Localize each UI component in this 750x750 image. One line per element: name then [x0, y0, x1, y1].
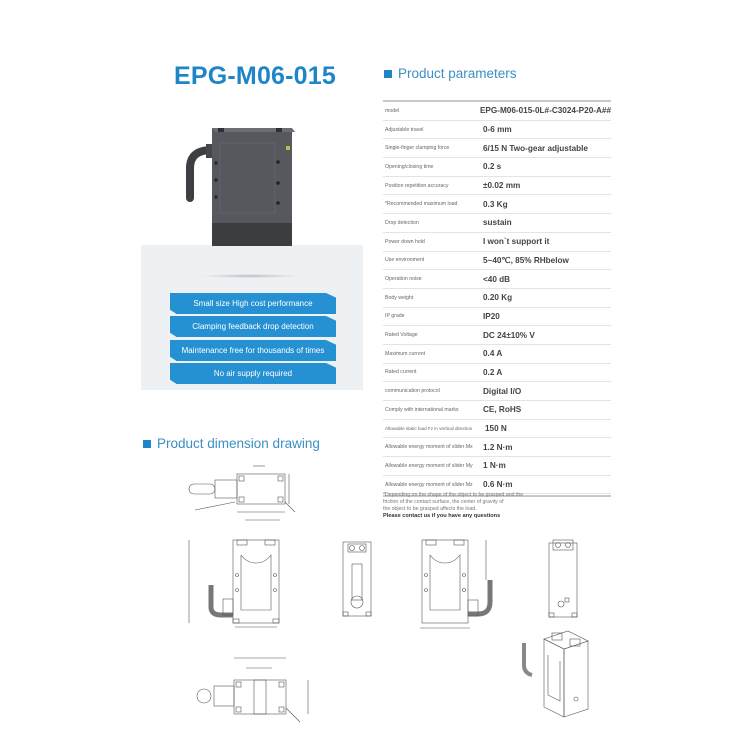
- param-value: 0.4 A: [483, 349, 503, 359]
- contact-note: Please contact us if you have any questi…: [383, 513, 501, 519]
- table-row: Power down hold I won`t support it: [383, 233, 611, 252]
- footnote-line: friction of the contact surface, the cen…: [383, 499, 504, 505]
- table-row: Allowable static load Fz in vertical dir…: [383, 420, 611, 439]
- param-label: Use environment: [385, 257, 425, 264]
- param-value: 0-6 mm: [483, 125, 512, 135]
- param-label: Position repetition accuracy: [385, 182, 449, 189]
- param-value: 150 N: [485, 424, 507, 434]
- square-bullet-icon: [384, 69, 392, 78]
- param-label: Operation noise: [385, 276, 422, 283]
- table-divider: [383, 100, 611, 102]
- param-value: 0.20 Kg: [483, 293, 513, 303]
- param-value: 5~40℃, 85% RHbelow: [483, 256, 569, 266]
- dimension-heading-text: Product dimension drawing: [157, 436, 320, 451]
- param-value: EPG-M06-015-0L#-C3024-P20-A##: [479, 106, 611, 116]
- product-shadow: [200, 274, 300, 278]
- param-value: 1 N·m: [483, 461, 506, 471]
- param-label: Adjustable travel: [385, 126, 424, 133]
- param-label: Allowable energy moment of slider My: [385, 462, 473, 469]
- top-view-drawing: [188, 465, 296, 521]
- param-label: Body weight: [385, 294, 414, 301]
- gripper-product-image: [186, 128, 295, 246]
- table-row: Allowable energy moment of slider Mz 0.6 …: [383, 476, 611, 495]
- feature-banner: Clamping feedback drop detection: [170, 316, 336, 337]
- table-row: IP grade IP20: [383, 308, 611, 327]
- table-row: Rated Voltage DC 24±10% V: [383, 326, 611, 345]
- param-label: model: [385, 107, 400, 114]
- param-value: 1.2 N·m: [483, 442, 513, 452]
- table-row: communication protocol Digital I/O: [383, 382, 611, 401]
- param-label: Allowable energy moment of slider Mz: [385, 481, 473, 488]
- param-label: Maximum current: [385, 350, 426, 357]
- feature-banner: No air supply required: [170, 363, 336, 384]
- table-row: model EPG-M06-015-0L#-C3024-P20-A##: [383, 102, 611, 121]
- param-label: Allowable energy moment of slider Mx: [385, 444, 473, 451]
- param-label: Opening/closing time: [385, 163, 434, 170]
- param-value: sustain: [483, 218, 512, 228]
- square-bullet-icon: [143, 439, 151, 448]
- bottom-view-drawing: [196, 657, 309, 723]
- param-label: Rated current: [385, 369, 417, 376]
- param-value: I won`t support it: [483, 237, 550, 247]
- footnote-line: the object to be grasped affects the loa…: [383, 506, 477, 512]
- rear-view-drawing: [420, 539, 493, 629]
- table-divider: [383, 495, 611, 498]
- table-row: Allowable energy moment of slider Mx 1.2 …: [383, 438, 611, 458]
- param-value: ±0.02 mm: [483, 181, 521, 191]
- param-label: Drop detection: [385, 219, 419, 226]
- dimension-section-heading: Product dimension drawing: [143, 436, 320, 451]
- param-label: Allowable static load Fz in vertical dir…: [385, 426, 473, 432]
- param-value: IP20: [483, 311, 500, 321]
- param-label: *Recommended maximum load: [385, 201, 458, 208]
- load-footnote: *Depending on the shape of the object to…: [383, 492, 613, 520]
- feature-banner: Small size High cost performance: [170, 293, 336, 314]
- table-row: Opening/closing time 0.2 s: [383, 158, 611, 177]
- feature-banner: Maintenance free for thousands of times: [170, 340, 336, 361]
- param-value: 0.3 Kg: [483, 199, 508, 209]
- table-row: Allowable energy moment of slider My 1 N·…: [383, 457, 611, 476]
- param-label: communication protocol: [385, 388, 440, 395]
- table-row: Drop detection sustain: [383, 214, 611, 233]
- side-view-drawing: [342, 541, 372, 617]
- param-value: DC 24±10% V: [483, 330, 535, 340]
- table-row: Body weight 0.20 Kg: [383, 289, 611, 308]
- table-row: Rated current 0.2 A: [383, 364, 611, 383]
- product-title: EPG-M06-015: [174, 62, 336, 90]
- param-label: Single-finger clamping force: [385, 145, 450, 152]
- table-row: *Recommended maximum load 0.3 Kg: [383, 195, 611, 215]
- param-value: <40 dB: [483, 274, 511, 284]
- isometric-view-drawing: [522, 630, 589, 718]
- table-row: Single-finger clamping force 6/15 N Two-g…: [383, 139, 611, 159]
- table-row: Use environment 5~40℃, 85% RHbelow: [383, 252, 611, 271]
- side-view-right-drawing: [548, 539, 578, 618]
- table-row: Comply with international marks CE, RoHS: [383, 401, 611, 420]
- param-value: 6/15 N Two-gear adjustable: [483, 143, 588, 153]
- table-row: Position repetition accuracy ±0.02 mm: [383, 177, 611, 196]
- param-value: CE, RoHS: [483, 405, 522, 415]
- table-row: Operation noise <40 dB: [383, 270, 611, 289]
- footnote-line: *Depending on the shape of the object to…: [383, 492, 524, 498]
- table-row: Maximum current 0.4 A: [383, 345, 611, 364]
- params-heading-text: Product parameters: [398, 66, 517, 81]
- params-section-heading: Product parameters: [384, 66, 517, 81]
- param-label: Comply with international marks: [385, 406, 459, 413]
- front-view-drawing: [188, 539, 280, 628]
- parameters-table: model EPG-M06-015-0L#-C3024-P20-A## Adjus…: [383, 100, 611, 498]
- param-value: 0.6 N·m: [483, 480, 513, 490]
- param-value: 0.2 s: [483, 162, 502, 172]
- param-value: Digital I/O: [483, 386, 522, 396]
- table-row: Adjustable travel 0-6 mm: [383, 121, 611, 140]
- param-label: Power down hold: [385, 238, 425, 245]
- param-label: Rated Voltage: [385, 332, 418, 339]
- param-label: IP grade: [385, 313, 405, 320]
- param-value: 0.2 A: [483, 367, 503, 377]
